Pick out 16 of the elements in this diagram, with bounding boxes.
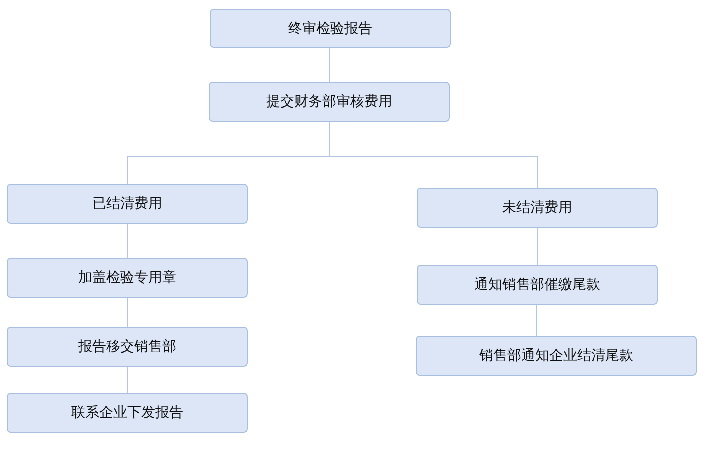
process-box: 未结清费用 [417,188,658,228]
process-box: 联系企业下发报告 [7,393,248,433]
connector-line [329,48,330,82]
connector-line [329,122,538,188]
process-box: 已结清费用 [7,184,248,224]
process-box: 销售部通知企业结清尾款 [416,336,697,376]
process-box: 通知销售部催缴尾款 [417,265,658,305]
process-box: 加盖检验专用章 [7,258,248,298]
process-box: 提交财务部审核费用 [209,82,450,122]
connector-line [536,304,538,336]
connector-line [127,224,128,258]
connector-line [537,228,538,266]
connector-line [127,366,128,394]
process-box: 终审检验报告 [210,9,451,48]
connector-line [127,298,128,328]
process-box: 报告移交销售部 [7,327,248,367]
